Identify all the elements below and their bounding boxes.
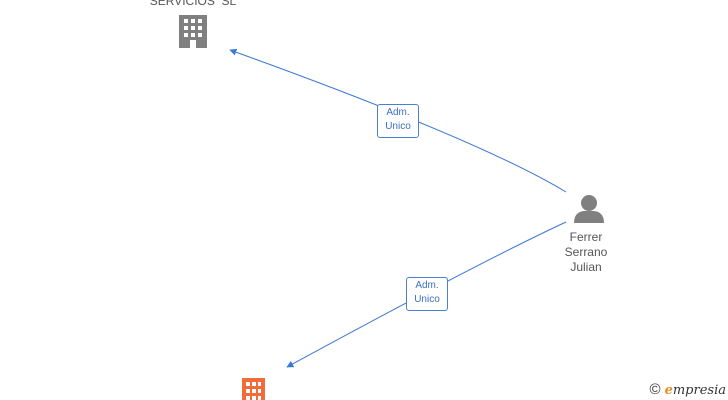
person-name-line: Serrano (564, 245, 608, 259)
edge-person-to-company-top (229, 48, 567, 193)
company-top-label[interactable]: SERVICIOS SL (149, 0, 237, 8)
edge-label-line: Unico (385, 121, 411, 132)
person-label[interactable]: Ferrer Serrano Julian (546, 230, 626, 275)
person-name-line: Julian (570, 260, 602, 274)
person-name-line: Ferrer (569, 230, 603, 244)
building-icon[interactable] (179, 15, 207, 48)
copyright-icon: © (649, 381, 661, 398)
edge-label-line: Unico (414, 294, 440, 305)
edge-person-to-company-bottom (286, 221, 567, 368)
edge-label-admin[interactable]: Adm. Unico (406, 277, 448, 311)
edge-label-line: Adm. (386, 107, 410, 118)
edge-label-line: Adm. (415, 280, 439, 291)
brand-name: mpresia (672, 383, 726, 398)
edge-label-admin[interactable]: Adm. Unico (377, 104, 419, 138)
brand-watermark: ©empresia (650, 381, 726, 398)
person-icon[interactable] (574, 195, 604, 223)
brand-initial: e (664, 383, 673, 398)
building-icon[interactable] (242, 378, 265, 400)
